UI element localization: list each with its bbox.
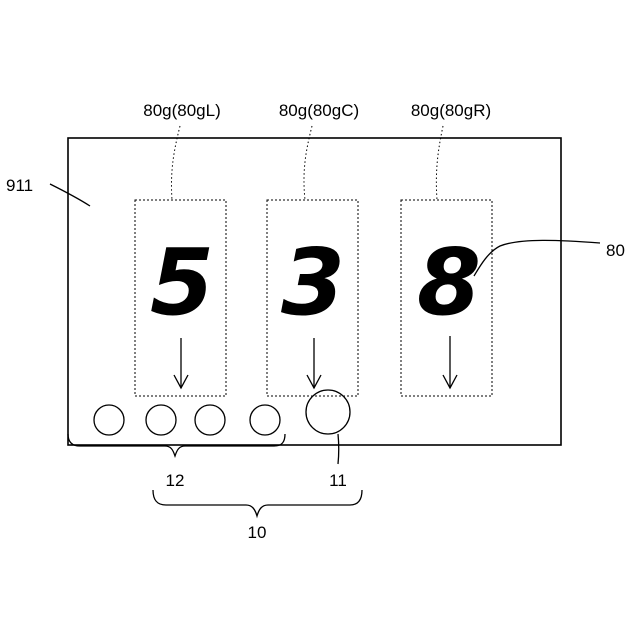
label-reel-center: 80g(80gC)	[279, 101, 359, 120]
label-reel-left: 80g(80gL)	[143, 101, 221, 120]
arrow-down-center-icon	[307, 338, 321, 388]
label-lamp-11: 11	[329, 471, 347, 490]
leader-reel-left	[171, 126, 180, 200]
leader-symbols	[474, 240, 600, 276]
label-lamp-group: 10	[248, 523, 267, 542]
hold-lamp-3	[195, 405, 225, 435]
leader-display-screen	[50, 184, 90, 206]
label-display-screen: 911	[6, 176, 33, 195]
hold-lamp-4	[250, 405, 280, 435]
leader-lamp-11	[338, 434, 339, 464]
reel-right-digit: 8	[417, 229, 481, 336]
label-reel-right: 80g(80gR)	[411, 101, 491, 120]
brace-lamp-group	[153, 490, 362, 516]
leader-reel-right	[436, 126, 443, 200]
hold-lamp-1	[94, 405, 124, 435]
label-hold-lamps: 12	[166, 471, 185, 490]
hold-lamp-2	[146, 405, 176, 435]
arrow-down-right-icon	[443, 336, 457, 388]
label-symbols: 80	[606, 241, 625, 260]
reel-left-digit: 5	[150, 229, 214, 336]
lamp-11	[306, 390, 350, 434]
reel-center-digit: 3	[281, 229, 345, 336]
arrow-down-left-icon	[174, 338, 188, 388]
leader-reel-center	[304, 126, 312, 200]
